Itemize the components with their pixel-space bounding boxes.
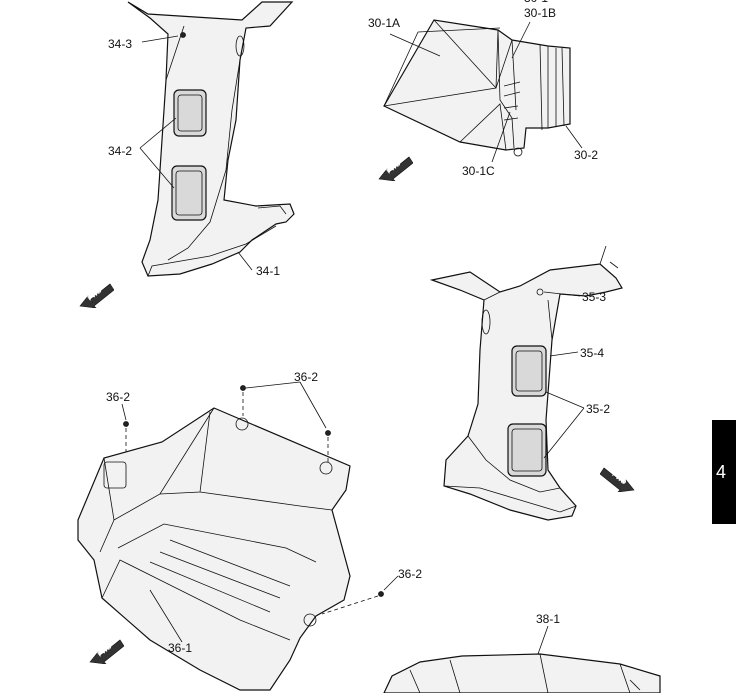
part-30-duct	[383, 19, 583, 163]
label-34-1: 34-1	[256, 264, 281, 278]
label-36-2-right: 36-2	[398, 567, 423, 581]
fwd-arrow-icon: FWD	[88, 638, 124, 664]
part-34-pillar-trim	[127, 1, 295, 277]
label-30-1c: 30-1C	[462, 164, 495, 178]
label-30-1b: 30-1B	[524, 6, 557, 20]
label-36-2-left: 36-2	[106, 390, 131, 404]
label-34-2: 34-2	[108, 144, 133, 158]
label-30-2: 30-2	[574, 148, 599, 162]
section-tab-number: 4	[716, 461, 727, 482]
label-38-1: 38-1	[536, 612, 561, 626]
label-35-2: 35-2	[586, 402, 611, 416]
section-tab: 4	[712, 420, 736, 524]
label-35-3: 35-3	[582, 290, 607, 304]
label-30-1a: 30-1A	[368, 16, 401, 30]
part-35-pillar-trim	[429, 245, 623, 521]
fwd-arrow-icon: FWD	[78, 282, 114, 308]
label-36-2-top: 36-2	[294, 370, 319, 384]
label-34-3: 34-3	[108, 37, 133, 51]
fwd-arrow-icon: FWD	[600, 466, 636, 492]
label-36-1: 36-1	[168, 641, 193, 655]
fwd-arrow-icon: FWD	[377, 155, 413, 181]
part-36-tray	[77, 381, 399, 691]
label-35-4: 35-4	[580, 346, 605, 360]
label-30-1: 30-1	[524, 0, 548, 5]
part-38-cover	[383, 625, 661, 693]
